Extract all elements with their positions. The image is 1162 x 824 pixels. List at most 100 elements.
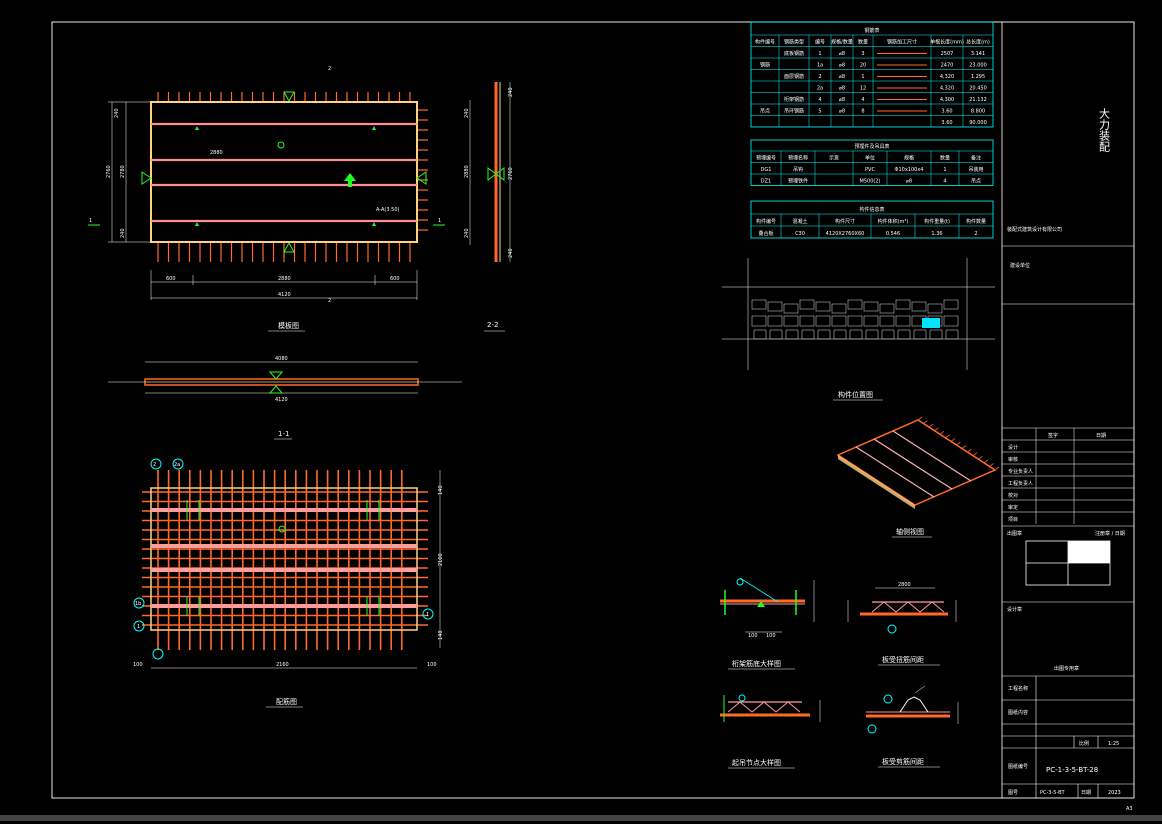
table-cell: 12	[860, 86, 866, 92]
detail-2: 2800 板受扭筋间距	[847, 582, 957, 666]
section-mark-bottom: 2	[328, 298, 331, 304]
dim-text: 2760	[106, 165, 112, 178]
table-cell: 吊钩	[793, 166, 803, 173]
plan-view: 2880 A-A(3.50) 1 1 2 2 600 2880 600 4120…	[88, 66, 445, 332]
rebar-mark: 2a	[174, 462, 180, 468]
table-cell: DZ1	[761, 179, 771, 185]
section-2-2: 240 2760 240 240 2880 240 2-2	[464, 82, 514, 332]
table-cell: 单位	[865, 155, 875, 162]
dim-text: 600	[166, 276, 176, 282]
signature-header: 签字	[1048, 432, 1058, 439]
table-cell: 备注	[971, 155, 981, 162]
signature-row-label: 项目	[1008, 517, 1018, 523]
table-cell: 构件重量(t)	[924, 218, 950, 225]
table-cell: 1	[818, 51, 821, 57]
table-cell: 4	[861, 97, 864, 103]
sheet-label: 图纸编号	[1008, 763, 1028, 770]
signature-row-label: 校对	[1008, 492, 1018, 499]
detail-3: 起吊节点大样图	[720, 694, 821, 769]
sheet-border	[51, 21, 1135, 799]
detail-4: 板受剪筋间距	[866, 685, 959, 768]
drawing-name-label: 工程名称	[1008, 685, 1028, 692]
dim-text: 100	[133, 662, 143, 668]
table-cell: 20.450	[969, 86, 987, 92]
table-cell: 8	[861, 109, 864, 115]
table-cell: 4	[818, 97, 821, 103]
svg-text:240: 240	[508, 87, 514, 97]
svg-text:2100: 2100	[438, 553, 444, 566]
detail-1-caption: 桁架筋底大样图	[732, 659, 781, 668]
signature-row-label: 工程负责人	[1008, 480, 1033, 487]
company-name: 大力装配	[1098, 107, 1111, 152]
detail-1: 100 100 桁架筋底大样图	[720, 577, 815, 670]
table-cell: 8.800	[971, 109, 985, 115]
detail-4-caption: 板受剪筋间距	[882, 757, 924, 766]
signature-row-label: 审核	[1008, 456, 1018, 463]
section-1-1: 4080 4120 1-1	[108, 356, 462, 440]
table-cell: 预埋名称	[788, 155, 808, 162]
svg-text:240: 240	[464, 108, 470, 118]
table-cell: ⌀8	[839, 51, 845, 57]
title-block: 大力装配 装配式建筑设计有限公司 建设单位 签字日期设计审核专业负责人工程负责人…	[1001, 22, 1134, 798]
table-cell: 桁架钢筋	[784, 96, 804, 103]
table-cell: 构件数量	[966, 218, 986, 225]
table-cell: 面层钢筋	[784, 73, 804, 80]
up-arrow-icon	[344, 173, 356, 187]
table-cell: 1a	[817, 63, 823, 69]
table-cell: 吊点	[760, 109, 770, 115]
plan-annotation: 2880	[210, 150, 223, 156]
dim-text: 600	[390, 276, 400, 282]
table-cell: 2507	[941, 51, 954, 57]
table-cell: 构件体积(m³)	[878, 218, 909, 225]
scale-value: 1:25	[1108, 741, 1119, 747]
location-plan: 构件位置图	[722, 258, 995, 401]
svg-text:240: 240	[464, 228, 470, 238]
table-cell: 数量	[858, 39, 868, 46]
table-cell: 构件尺寸	[835, 218, 855, 225]
dim-text: 4120	[278, 292, 291, 298]
section-mark-right: 1	[438, 218, 441, 224]
axonometric-caption: 轴侧视图	[896, 527, 924, 536]
section-mark-left: 1	[89, 218, 92, 224]
table-cell: 预埋铁件	[788, 178, 808, 185]
number-label: 图号	[1008, 790, 1018, 796]
table-cell: ⌀8	[839, 86, 845, 92]
table-cell: 20	[860, 63, 866, 69]
dim-text: 2780	[120, 165, 126, 178]
table-cell: 1.36	[931, 231, 942, 237]
table-cell: 底板钢筋	[784, 50, 804, 57]
table-cell: 吊装用	[968, 166, 983, 173]
table-cell: 预埋编号	[756, 155, 776, 162]
table-cell: 1.295	[971, 74, 985, 80]
signature-header: 日期	[1096, 433, 1106, 439]
company-note: 装配式建筑设计有限公司	[1007, 226, 1062, 233]
table-cell: 3.60	[941, 109, 952, 115]
table-cell: 2470	[941, 63, 954, 69]
date-label: 日期	[1081, 790, 1091, 796]
stamp-note: 注册章 / 日期	[1095, 530, 1125, 537]
dim-text: 2800	[898, 582, 911, 588]
table-cell: 3.60	[941, 120, 952, 126]
page-corner-label: A3	[1126, 806, 1133, 812]
svg-text:140: 140	[438, 630, 444, 640]
lift-point-icon	[283, 91, 295, 103]
section-2-2-caption: 2-2	[487, 321, 498, 329]
table-cell: 规格/数量	[831, 39, 853, 46]
dim-text: 4080	[275, 356, 288, 362]
detail-2-caption: 板受扭筋间距	[882, 655, 924, 664]
table-cell: ⌀8	[839, 63, 845, 69]
table-cell: 4120X2760X60	[826, 231, 865, 237]
rebar-mark: 2	[153, 462, 156, 468]
dim-text: 100	[748, 633, 758, 639]
table-cell: ⌀8	[839, 74, 845, 80]
table-cell: 2a	[817, 86, 823, 92]
section-1-1-caption: 1-1	[278, 430, 289, 438]
table-cell: 2	[974, 231, 977, 237]
table-cell: 23.000	[969, 63, 987, 69]
table-cell: Φ10x100x4	[895, 167, 924, 173]
table-cell: 钢筋加工尺寸	[887, 39, 917, 46]
table-cell: 构件编号	[755, 39, 775, 46]
table-cell: 5	[818, 109, 821, 115]
table-cell: 数量	[940, 155, 950, 162]
